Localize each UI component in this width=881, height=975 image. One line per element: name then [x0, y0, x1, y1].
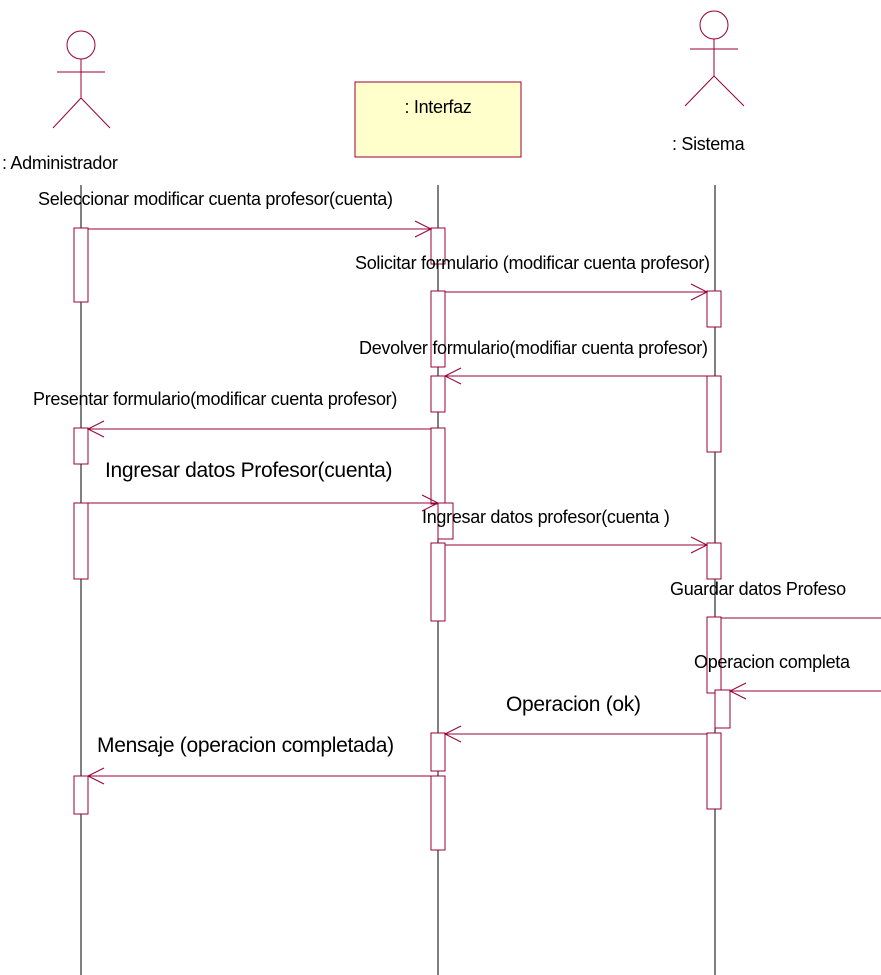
administrador-label: : Administrador	[2, 153, 118, 173]
interfaz-activation-bar	[430, 775, 446, 851]
message-label: Guardar datos Profeso	[670, 579, 846, 599]
sistema-actor-icon	[684, 10, 745, 107]
interfaz-activation-bar	[430, 227, 446, 265]
interfaz-activation-bar	[430, 542, 446, 622]
message-label: Operacion completa	[694, 652, 851, 672]
interfaz-activation-bar	[430, 375, 446, 413]
interfaz-activation-bar	[430, 290, 446, 368]
message-label: Solicitar formulario (modificar cuenta p…	[355, 253, 710, 273]
message-label: Seleccionar modificar cuenta profesor(cu…	[38, 189, 393, 209]
message-label: Devolver formulario(modifiar cuenta prof…	[359, 338, 708, 358]
sistema-activation-bar	[706, 616, 722, 694]
interfaz-activation-bar	[430, 427, 446, 505]
message-label: Ingresar datos profesor(cuenta )	[422, 507, 670, 527]
sistema-activation-bar	[706, 732, 722, 810]
interfaz-activation-bar	[437, 502, 454, 540]
arrowhead-icon	[443, 725, 462, 743]
sistema-label: : Sistema	[672, 134, 746, 154]
message-label: Ingresar datos Profesor(cuenta)	[105, 459, 392, 482]
message-label: Presentar formulario(modificar cuenta pr…	[33, 389, 397, 409]
arrowhead-icon	[86, 767, 105, 785]
sistema-activation-bar	[714, 689, 731, 729]
sistema-activation-bar	[706, 375, 722, 453]
arrowhead-icon	[86, 420, 105, 438]
arrowhead-icon	[414, 220, 433, 238]
sistema-activation-bar	[706, 542, 722, 580]
arrowhead-icon	[728, 682, 747, 700]
administrador-actor-icon	[52, 30, 111, 129]
administrador-activation-bar	[73, 227, 89, 303]
message-label: Mensaje (operacion completada)	[97, 734, 394, 757]
administrador-activation-bar	[73, 502, 89, 580]
interfaz-object-box	[354, 81, 522, 158]
arrowhead-icon	[443, 367, 462, 385]
arrowhead-icon	[690, 536, 709, 554]
message-label: Operacion (ok)	[506, 693, 641, 716]
arrowhead-icon	[690, 283, 709, 301]
sistema-activation-bar	[706, 290, 722, 328]
arrowhead-icon	[421, 494, 440, 512]
administrador-activation-bar	[73, 427, 89, 465]
interfaz-label: : Interfaz	[404, 97, 471, 117]
interfaz-activation-bar	[430, 732, 446, 772]
administrador-activation-bar	[73, 775, 89, 815]
